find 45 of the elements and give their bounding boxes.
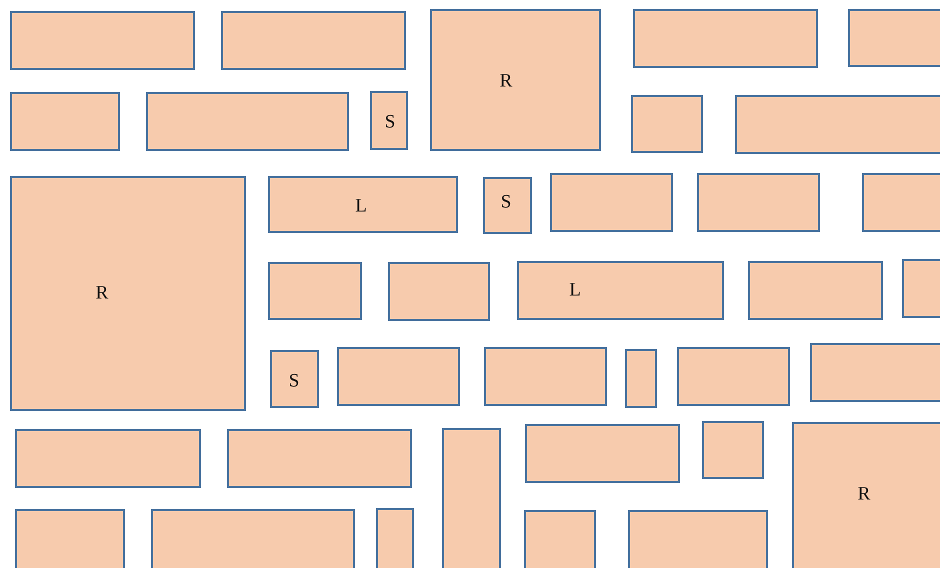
labeled-box	[792, 422, 940, 568]
empty-box	[550, 173, 673, 232]
empty-box	[15, 429, 201, 488]
empty-box	[525, 424, 680, 483]
empty-box	[15, 509, 125, 568]
labeled-box	[10, 176, 246, 411]
empty-box	[810, 343, 940, 402]
empty-box	[268, 262, 362, 320]
empty-box	[524, 510, 596, 568]
empty-box	[388, 262, 490, 321]
empty-box	[633, 9, 818, 68]
box-letter: S	[384, 112, 396, 132]
empty-box	[221, 11, 406, 70]
empty-box	[702, 421, 764, 479]
empty-box	[862, 173, 940, 232]
box-letter: R	[500, 72, 512, 90]
labeled-box	[370, 91, 408, 150]
empty-box	[10, 11, 195, 70]
empty-box	[631, 95, 703, 153]
empty-box	[337, 347, 460, 406]
box-letter: L	[569, 280, 581, 300]
empty-box	[151, 509, 355, 568]
empty-box	[227, 429, 412, 488]
box-letter: S	[288, 372, 300, 390]
box-letter: L	[355, 196, 367, 216]
labeled-box	[517, 261, 724, 320]
empty-box	[10, 92, 120, 151]
labeled-box	[483, 177, 532, 234]
box-letter: R	[96, 284, 108, 302]
labeled-box	[270, 350, 319, 408]
empty-box	[625, 349, 657, 408]
empty-box	[748, 261, 883, 320]
empty-box	[628, 510, 768, 568]
empty-box	[376, 508, 414, 568]
empty-box	[146, 92, 349, 151]
empty-box	[697, 173, 820, 232]
empty-box	[735, 95, 940, 154]
labeled-box	[430, 9, 601, 151]
empty-box	[677, 347, 790, 406]
empty-box	[848, 9, 940, 67]
empty-box	[442, 428, 501, 568]
box-letter: R	[858, 484, 870, 504]
empty-box	[484, 347, 607, 406]
box-letter: S	[500, 192, 512, 212]
labeled-box	[268, 176, 458, 233]
